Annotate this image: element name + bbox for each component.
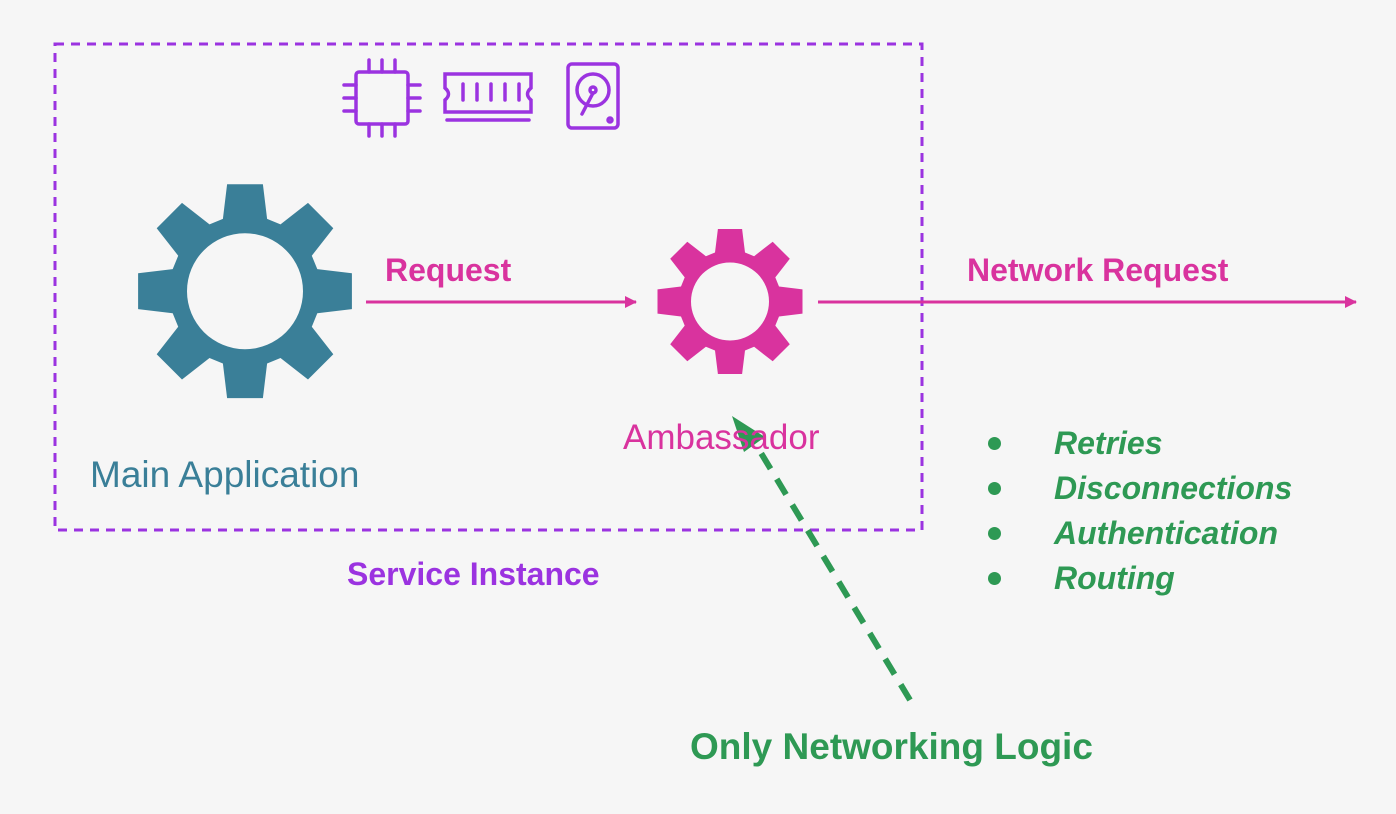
- ambassador-gear-icon: [657, 229, 803, 374]
- memory-icon: [443, 72, 533, 122]
- service-instance-boundary: [53, 42, 924, 532]
- cpu-icon: [342, 58, 422, 138]
- callout-arrowhead: [732, 416, 765, 452]
- main-application-gear-icon: [138, 184, 352, 399]
- callout-dashed-line: [755, 446, 913, 702]
- disk-icon: [566, 62, 620, 130]
